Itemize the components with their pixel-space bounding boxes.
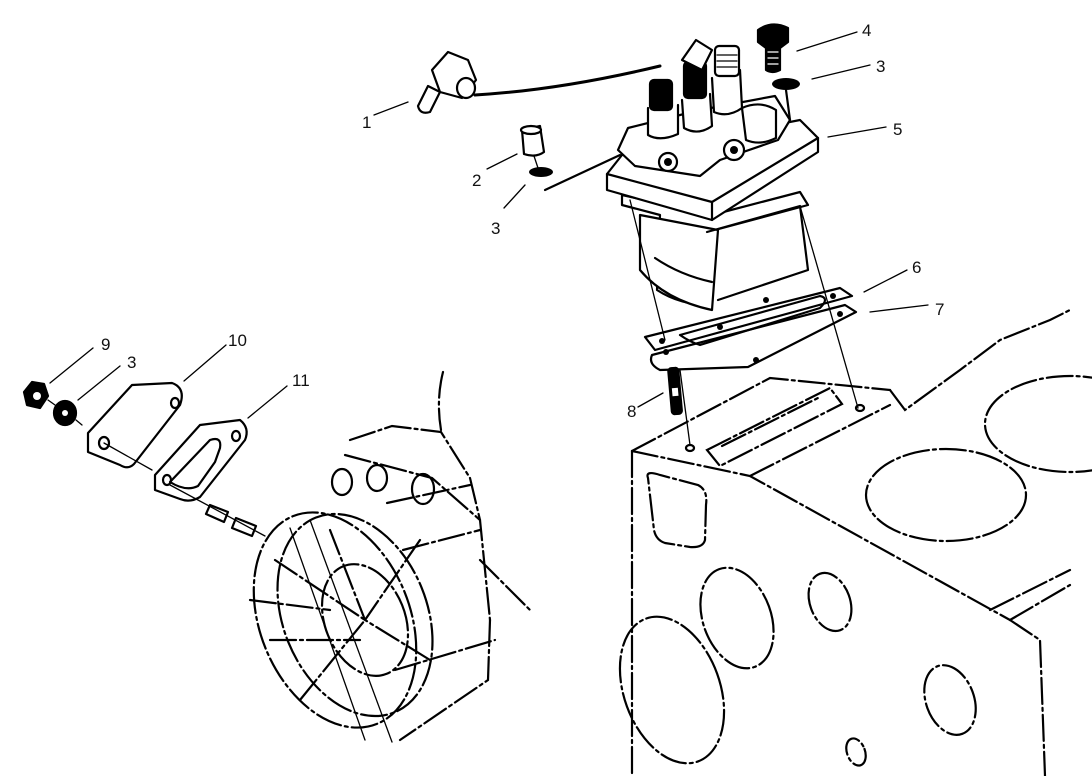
part-1-banjo-fitting — [416, 50, 662, 114]
callout-8: 8 — [627, 402, 637, 421]
callout-9: 9 — [101, 335, 111, 354]
part-7-gasket — [629, 199, 859, 446]
injection-pump — [543, 38, 820, 312]
part-3-washer-upper-left — [529, 155, 553, 177]
part-9-nut — [22, 380, 50, 410]
part-8-stud — [667, 366, 683, 416]
part-4-bolt — [756, 23, 790, 74]
part-10-cover-plate — [86, 381, 183, 471]
part-11-gasket — [153, 418, 248, 502]
part-3-washer-upper-right — [772, 78, 800, 122]
callout-10: 10 — [228, 331, 247, 350]
callout-2: 2 — [472, 171, 482, 190]
callout-3-plug-washer: 3 — [491, 219, 501, 238]
callout-5: 5 — [893, 120, 903, 139]
callout-1: 1 — [362, 113, 372, 132]
callout-7: 7 — [935, 300, 945, 319]
callout-6: 6 — [912, 258, 922, 277]
callout-leader-lines — [49, 31, 929, 419]
feed-pump-studs — [169, 484, 266, 538]
engine-block — [618, 308, 1092, 778]
callout-4: 4 — [862, 21, 872, 40]
callout-3-bolt-washer: 3 — [876, 57, 886, 76]
callout-3-nut-washer: 3 — [127, 353, 137, 372]
part-6-gasket — [643, 286, 854, 352]
timing-gear-housing — [248, 370, 532, 743]
part-2-plug — [519, 124, 546, 157]
callout-11: 11 — [292, 371, 310, 390]
part-3-washer-left — [47, 399, 83, 427]
delivery-valve-holders — [646, 38, 778, 144]
